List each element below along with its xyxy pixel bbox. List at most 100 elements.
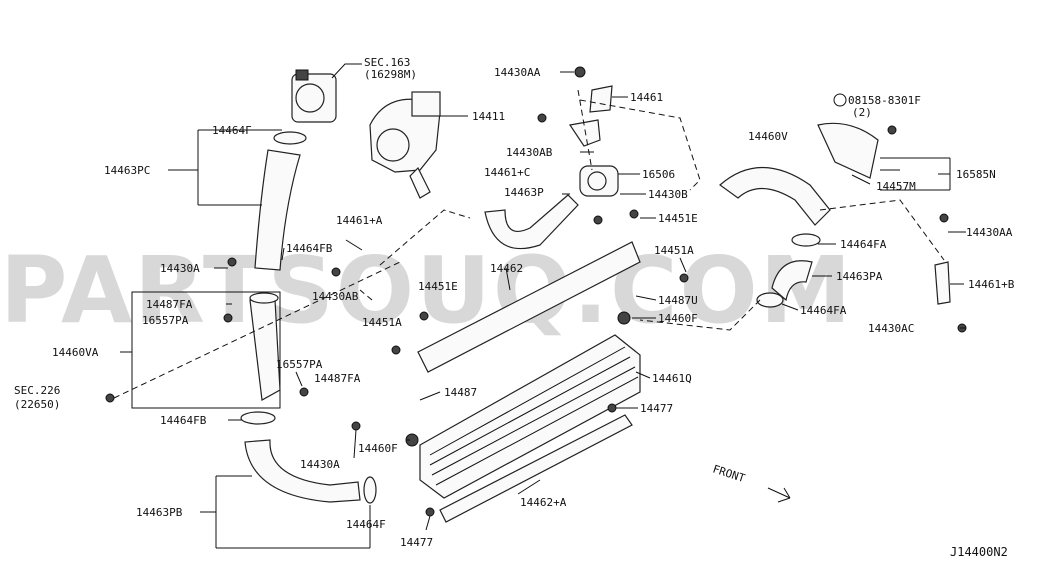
bracket-14461b-part[interactable] [934, 261, 951, 305]
air-flow-sensor-16506-part[interactable] [579, 165, 619, 197]
clip-14451e-top[interactable] [629, 209, 639, 219]
bolt-14430aa-right[interactable] [939, 213, 949, 223]
cover-14462a-part[interactable] [439, 414, 633, 523]
label-14464fa-bot[interactable]: 14464FA [800, 304, 847, 317]
air-hose-14463pa-part[interactable] [771, 260, 813, 302]
circle-b-symbol [833, 93, 847, 107]
hose-clamp-14464fa-part[interactable] [791, 233, 821, 247]
resonator-16585n-part[interactable] [817, 122, 879, 179]
label-14487u[interactable]: 14487U [658, 294, 698, 307]
label-14463p[interactable]: 14463P [504, 186, 544, 199]
bolt-14430a-left[interactable] [227, 257, 237, 267]
hose-clamp-14464fb-part[interactable] [240, 411, 276, 425]
label-14487[interactable]: 14487 [444, 386, 477, 399]
bolt-14430ab-top[interactable] [537, 113, 547, 123]
label-14464fb-top[interactable]: 14464FB [286, 242, 333, 255]
air-hose-14463pc-part[interactable] [254, 149, 301, 271]
label-14430b[interactable]: 14430B [648, 188, 688, 201]
hose-clamp-14464f-lower-part[interactable] [363, 476, 377, 504]
label-16585n[interactable]: 16585N [956, 168, 996, 181]
clip-14451a-mid[interactable] [391, 345, 401, 355]
label-14430aa-top[interactable]: 14430AA [494, 66, 541, 79]
label-14461b[interactable]: 14461+B [968, 278, 1015, 291]
sensor-sec226[interactable] [105, 393, 115, 403]
label-14451a-right[interactable]: 14451A [654, 244, 694, 257]
label-14460va[interactable]: 14460VA [52, 346, 99, 359]
label-14463pc[interactable]: 14463PC [104, 164, 150, 177]
bolt-14430a-bottom[interactable] [351, 421, 361, 431]
label-14477-bot[interactable]: 14477 [400, 536, 433, 549]
label-14460f-right[interactable]: 14460F [658, 312, 698, 325]
label-14411[interactable]: 14411 [472, 110, 505, 123]
label-14430aa-right[interactable]: 14430AA [966, 226, 1013, 239]
label-16557pa-left[interactable]: 16557PA [142, 314, 189, 327]
grommet-16557pa-mid[interactable] [299, 387, 309, 397]
label-14463pa[interactable]: 14463PA [836, 270, 883, 283]
grommet-14477-right[interactable] [607, 403, 617, 413]
label-14461q[interactable]: 14461Q [652, 372, 692, 385]
label-sec226[interactable]: SEC.226 [14, 384, 60, 397]
hose-clamp-14464f-part[interactable] [273, 131, 307, 145]
label-14451e-mid[interactable]: 14451E [418, 280, 458, 293]
label-14430ab-top[interactable]: 14430AB [506, 146, 553, 159]
front-direction-indicator: FRONT [711, 462, 791, 503]
bolt-08158[interactable] [887, 125, 897, 135]
label-14462[interactable]: 14462 [490, 262, 523, 275]
part-labels: SEC.163 (16298M) 14464F 14463PC 14411 14… [14, 56, 1015, 559]
label-14461a[interactable]: 14461+A [336, 214, 383, 227]
label-14430a-bot[interactable]: 14430A [300, 458, 340, 471]
label-14487fa-left[interactable]: 14487FA [146, 298, 193, 311]
turbocharger-part[interactable] [369, 91, 441, 199]
label-14463pb[interactable]: 14463PB [136, 506, 183, 519]
grommet-14477-bottom[interactable] [425, 507, 435, 517]
label-14451a-mid[interactable]: 14451A [362, 316, 402, 329]
label-14461[interactable]: 14461 [630, 91, 663, 104]
label-08158-sub: (2) [852, 106, 872, 119]
label-14460f-mid[interactable]: 14460F [358, 442, 398, 455]
watermark-text: PARTSOUQ.COM [0, 237, 853, 344]
label-14457m[interactable]: 14457M [876, 180, 916, 193]
cover-14462-part[interactable] [417, 241, 641, 373]
label-16557pa-mid[interactable]: 16557PA [276, 358, 323, 371]
label-14430a-left[interactable]: 14430A [160, 262, 200, 275]
air-duct-14460v-part[interactable] [719, 167, 831, 226]
label-16506[interactable]: 16506 [642, 168, 675, 181]
label-14464f-top[interactable]: 14464F [212, 124, 252, 137]
grommet-16557pa-left[interactable] [223, 313, 233, 323]
air-pipe-14460va-part[interactable] [131, 291, 281, 409]
grommet-14460f-right[interactable] [617, 311, 631, 325]
dashed-assembly-lines [113, 89, 945, 399]
nut-14430b[interactable] [593, 215, 603, 225]
label-14430ac[interactable]: 14430AC [868, 322, 914, 335]
bracket-14461-part[interactable] [568, 85, 613, 147]
front-arrow-icon [767, 487, 791, 503]
label-sec226-sub: (22650) [14, 398, 60, 411]
air-hose-14463p-part[interactable] [484, 194, 579, 250]
label-14464f-bot[interactable]: 14464F [346, 518, 386, 531]
label-14460v[interactable]: 14460V [748, 130, 788, 143]
bolt-14430ab-mid[interactable] [331, 267, 341, 277]
clip-14451e-mid[interactable] [419, 311, 429, 321]
throttle-chamber-part[interactable] [291, 69, 337, 123]
front-label: FRONT [711, 462, 747, 485]
label-14430ab-mid[interactable]: 14430AB [312, 290, 359, 303]
label-14487fa-mid[interactable]: 14487FA [314, 372, 361, 385]
air-hose-14463pb-part[interactable] [244, 439, 361, 503]
label-sec163-sub: (16298M) [364, 68, 417, 81]
label-14451e-top[interactable]: 14451E [658, 212, 698, 225]
diagram-code: J14400N2 [950, 545, 1008, 559]
label-14464fa-top[interactable]: 14464FA [840, 238, 887, 251]
label-14461c[interactable]: 14461+C [484, 166, 530, 179]
label-14477-right[interactable]: 14477 [640, 402, 673, 415]
label-14464fb-bot[interactable]: 14464FB [160, 414, 207, 427]
intercooler-14461q-part[interactable] [419, 334, 641, 499]
leader-lines [120, 63, 966, 549]
clip-14451a-right[interactable] [679, 273, 689, 283]
bolt-14430aa-top[interactable] [574, 66, 586, 78]
label-08158[interactable]: 08158-8301F [848, 94, 921, 107]
hose-clamp-14464fa-lower-part[interactable] [756, 292, 784, 308]
label-14462a[interactable]: 14462+A [520, 496, 567, 509]
label-sec163[interactable]: SEC.163 [364, 56, 410, 69]
